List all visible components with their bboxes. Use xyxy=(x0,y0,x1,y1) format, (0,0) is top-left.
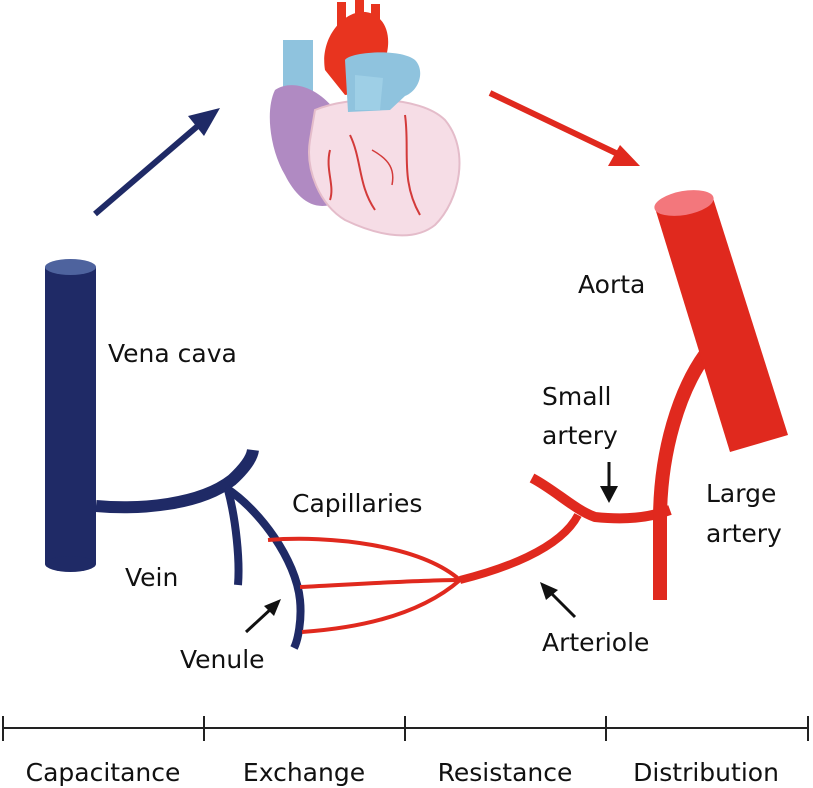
arterial-output-arrow xyxy=(488,90,640,166)
label-vein: Vein xyxy=(125,563,178,592)
heart-coronary-1 xyxy=(349,134,376,211)
venule-pointer-arrow xyxy=(244,599,281,634)
arteriole-vessel xyxy=(459,512,582,584)
heart-illustration xyxy=(269,0,461,237)
label-vena-cava: Vena cava xyxy=(108,339,237,368)
label-arteriole: Arteriole xyxy=(542,628,649,657)
section-axis xyxy=(2,716,809,741)
heart-artery-branch-3 xyxy=(371,4,380,26)
label-venule: Venule xyxy=(180,645,265,674)
venule-vessel xyxy=(223,484,305,650)
venule-branch-left xyxy=(224,488,243,586)
capillary-3 xyxy=(301,578,462,634)
vena-cava-vessel xyxy=(45,259,96,572)
heart-coronary-4 xyxy=(371,149,394,186)
section-resistance: Resistance xyxy=(438,758,573,787)
arteriole-pointer-arrow xyxy=(540,582,577,619)
label-small-artery-line1: Small xyxy=(542,382,611,411)
aorta-vessel xyxy=(654,190,788,452)
large-artery-vessel xyxy=(653,350,711,600)
venous-return-arrow xyxy=(93,108,220,217)
label-large-artery-line2: artery xyxy=(706,519,782,548)
capillary-1 xyxy=(267,536,462,582)
label-small-artery-line2: artery xyxy=(542,421,618,450)
heart-coronary-3 xyxy=(327,149,333,201)
section-exchange: Exchange xyxy=(243,758,365,787)
label-aorta: Aorta xyxy=(578,270,645,299)
vein-vessel xyxy=(95,448,259,514)
heart-artery-branch-1 xyxy=(337,2,346,27)
small-artery-vessel xyxy=(529,473,672,524)
heart-body xyxy=(308,98,461,237)
capillary-2 xyxy=(299,578,461,589)
heart-artery-branch-2 xyxy=(355,0,364,22)
small-artery-pointer-arrow xyxy=(600,462,618,503)
section-capacitance: Capacitance xyxy=(26,758,181,787)
capillaries-network xyxy=(267,536,462,634)
section-distribution: Distribution xyxy=(633,758,779,787)
label-capillaries: Capillaries xyxy=(292,489,422,518)
label-large-artery-line1: Large xyxy=(706,479,776,508)
heart-pulmonary-trunk xyxy=(355,75,383,110)
heart-coronary-2 xyxy=(404,114,421,216)
